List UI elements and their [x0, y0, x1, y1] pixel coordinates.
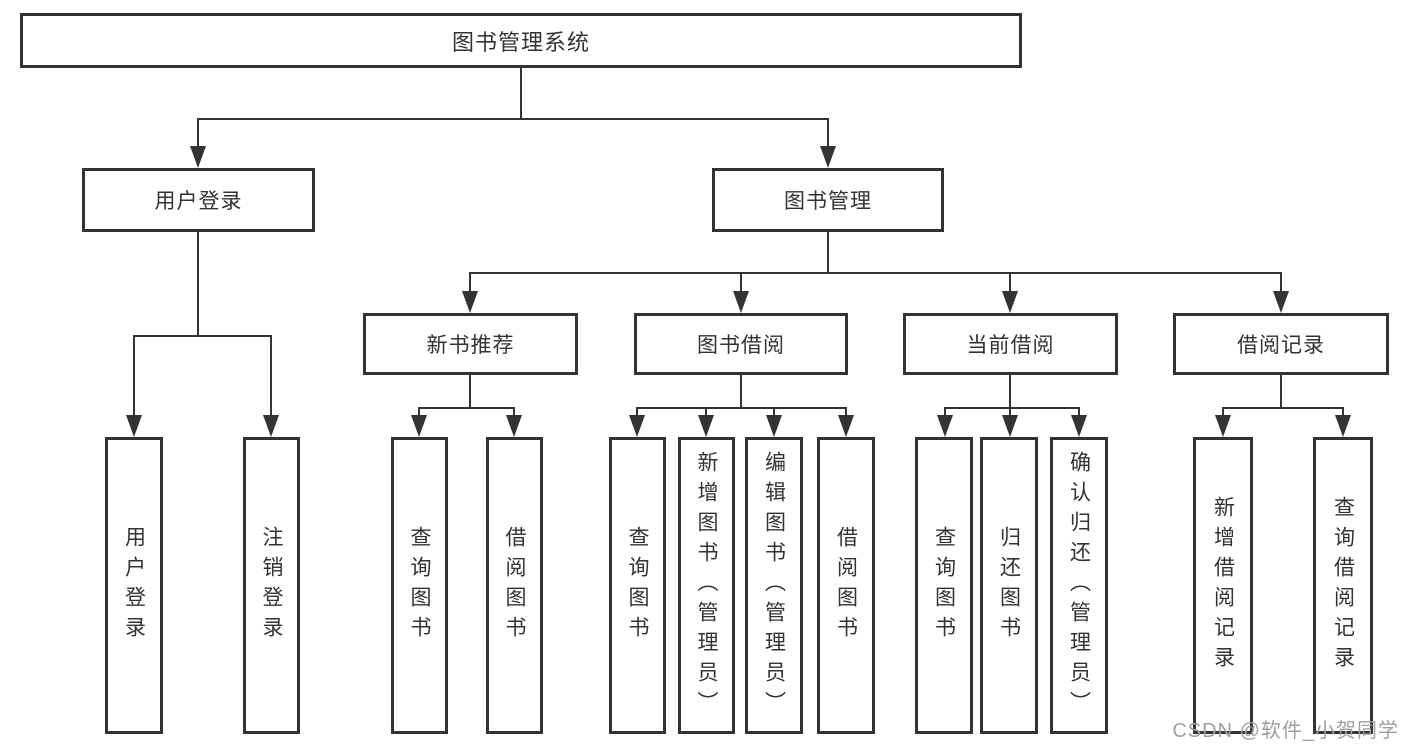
arrow-down-icon: [1273, 291, 1289, 313]
node-label-leaf-edit-books-admin: 编辑图书（管理员）: [762, 450, 786, 721]
connector-arrow-stem: [827, 118, 829, 148]
node-label-user-login: 用户登录: [154, 190, 243, 213]
connector-vline: [740, 375, 742, 409]
connector-arrow-stem: [469, 272, 471, 293]
node-leaf-edit-books-admin: 编辑图书（管理员）: [745, 437, 803, 734]
node-leaf-borrow-books-1: 借阅图书: [486, 437, 543, 734]
connector-hline: [133, 335, 272, 337]
node-new-book-recommend: 新书推荐: [363, 313, 578, 375]
connector-arrow-stem: [944, 407, 946, 417]
connector-arrow-stem: [1222, 407, 1224, 417]
node-leaf-query-books-1: 查询图书: [391, 437, 448, 734]
node-leaf-borrow-books-2: 借阅图书: [817, 437, 875, 734]
node-label-leaf-confirm-return: 确认归还（管理员）: [1067, 450, 1091, 721]
connector-arrow-stem: [1009, 407, 1011, 417]
node-label-leaf-return-books: 归还图书: [997, 525, 1021, 646]
connector-vline: [197, 232, 199, 337]
arrow-down-icon: [1002, 415, 1018, 437]
node-current-borrowing: 当前借阅: [903, 313, 1118, 375]
node-label-leaf-query-books-2: 查询图书: [626, 525, 649, 646]
arrow-down-icon: [190, 146, 206, 168]
node-borrowing-records: 借阅记录: [1173, 313, 1389, 375]
node-label-current-borrowing: 当前借阅: [966, 334, 1055, 357]
connector-vline: [520, 68, 522, 120]
connector-arrow-stem: [513, 407, 515, 417]
arrow-down-icon: [733, 291, 749, 313]
arrow-down-icon: [1215, 415, 1231, 437]
node-leaf-user-login: 用户登录: [105, 437, 163, 734]
arrow-down-icon: [766, 415, 782, 437]
node-label-leaf-query-books-3: 查询图书: [932, 525, 956, 646]
connector-hline: [469, 272, 1282, 274]
node-leaf-add-borrow-record: 新增借阅记录: [1193, 437, 1253, 734]
node-leaf-query-borrow-record: 查询借阅记录: [1313, 437, 1373, 734]
node-leaf-add-books-admin: 新增图书（管理员）: [678, 437, 735, 734]
node-root: 图书管理系统: [20, 13, 1022, 68]
arrow-down-icon: [263, 415, 279, 437]
connector-arrow-stem: [197, 118, 199, 148]
connector-vline: [1009, 375, 1011, 409]
node-leaf-return-books: 归还图书: [980, 437, 1038, 734]
node-label-borrowing-records: 借阅记录: [1237, 334, 1325, 357]
connector-arrow-stem: [705, 407, 707, 417]
node-label-book-management: 图书管理: [784, 190, 872, 213]
node-label-leaf-query-borrow-record: 查询借阅记录: [1331, 495, 1355, 676]
connector-arrow-stem: [1009, 272, 1011, 293]
connector-arrow-stem: [133, 335, 135, 417]
connector-arrow-stem: [1280, 272, 1282, 293]
node-label-leaf-logout: 注销登录: [260, 525, 283, 646]
node-label-book-borrowing: 图书借阅: [697, 334, 785, 357]
node-label-leaf-user-login: 用户登录: [122, 525, 146, 646]
arrow-down-icon: [411, 415, 427, 437]
arrow-down-icon: [462, 291, 478, 313]
connector-arrow-stem: [773, 407, 775, 417]
node-book-management: 图书管理: [712, 168, 944, 232]
connector-hline: [636, 407, 847, 409]
arrow-down-icon: [698, 415, 714, 437]
connector-arrow-stem: [270, 335, 272, 417]
node-leaf-query-books-2: 查询图书: [609, 437, 666, 734]
arrow-down-icon: [838, 415, 854, 437]
arrow-down-icon: [820, 146, 836, 168]
arrow-down-icon: [1002, 291, 1018, 313]
connector-vline: [1280, 375, 1282, 409]
connector-hline: [418, 407, 515, 409]
node-leaf-query-books-3: 查询图书: [915, 437, 973, 734]
connector-arrow-stem: [1342, 407, 1344, 417]
node-leaf-logout: 注销登录: [243, 437, 300, 734]
arrow-down-icon: [629, 415, 645, 437]
arrow-down-icon: [506, 415, 522, 437]
connector-hline: [1222, 407, 1344, 409]
connector-hline: [197, 118, 829, 120]
arrow-down-icon: [126, 415, 142, 437]
node-label-leaf-add-books-admin: 新增图书（管理员）: [695, 450, 718, 721]
node-user-login: 用户登录: [82, 168, 315, 232]
csdn-watermark: CSDN @软件_小贺同学: [1172, 720, 1399, 742]
connector-arrow-stem: [740, 272, 742, 293]
arrow-down-icon: [1071, 415, 1087, 437]
node-label-leaf-add-borrow-record: 新增借阅记录: [1211, 495, 1235, 676]
node-leaf-confirm-return: 确认归还（管理员）: [1050, 437, 1108, 734]
node-label-leaf-query-books-1: 查询图书: [408, 525, 431, 646]
connector-hline: [944, 407, 1080, 409]
arrow-down-icon: [937, 415, 953, 437]
node-label-root: 图书管理系统: [451, 29, 590, 55]
connector-arrow-stem: [1078, 407, 1080, 417]
connector-arrow-stem: [845, 407, 847, 417]
node-label-new-book-recommend: 新书推荐: [426, 334, 515, 357]
arrow-down-icon: [1335, 415, 1351, 437]
node-book-borrowing: 图书借阅: [634, 313, 848, 375]
connector-vline: [469, 375, 471, 409]
connector-vline: [827, 232, 829, 274]
node-label-leaf-borrow-books-1: 借阅图书: [503, 525, 526, 646]
node-label-leaf-borrow-books-2: 借阅图书: [834, 525, 858, 646]
connector-arrow-stem: [636, 407, 638, 417]
connector-arrow-stem: [418, 407, 420, 417]
